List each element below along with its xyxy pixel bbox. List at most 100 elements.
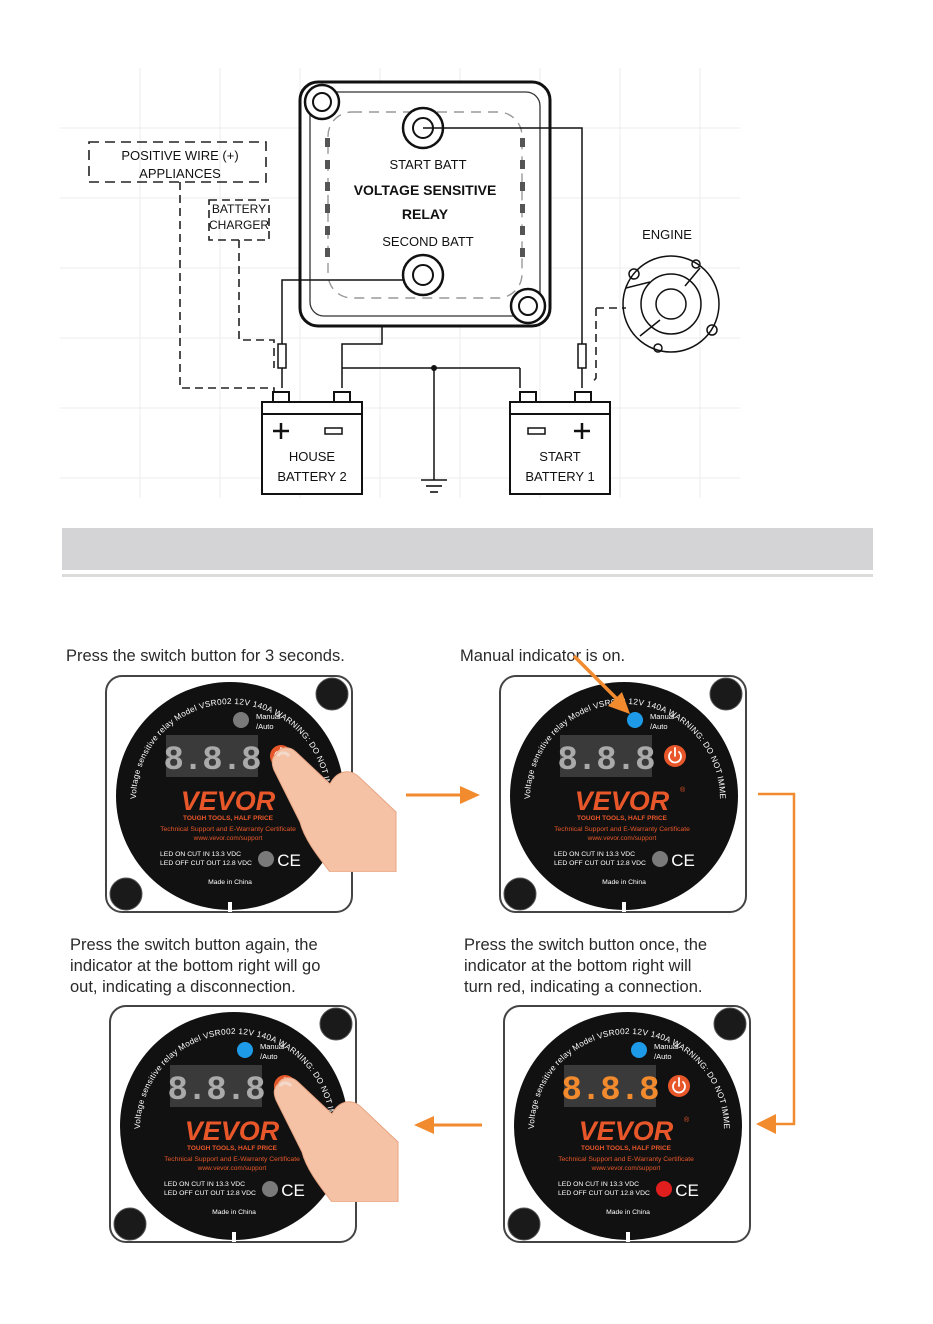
pointing-hand-icon xyxy=(271,747,397,872)
appliances-box xyxy=(88,141,267,183)
auto-label: /Auto xyxy=(256,722,274,731)
engine-label: ENGINE xyxy=(642,227,692,242)
vevor-logo: VEVOR xyxy=(185,1116,280,1146)
ce-mark: CE xyxy=(281,1181,305,1200)
led-off-spec: LED OFF CUT OUT 12.8 VDC xyxy=(164,1190,256,1197)
connection-indicator-led xyxy=(652,851,668,867)
voltage-display xyxy=(170,1065,262,1107)
manual-label: Manual xyxy=(256,712,281,721)
second-batt-label: SECOND BATT xyxy=(382,234,474,249)
relay-panel-step-3: Voltage sensitive relay Model VSR002 12V… xyxy=(499,997,752,1249)
corner-bolt-icon xyxy=(113,1207,147,1241)
voltage-display xyxy=(166,735,258,777)
tagline: TOUGH TOOLS, HALF PRICE xyxy=(187,1145,278,1152)
registered-mark: ® xyxy=(684,1116,690,1124)
panel-bottom-notch xyxy=(228,902,232,912)
connection-indicator-led xyxy=(262,1181,278,1197)
pointing-hand-icon xyxy=(273,1077,399,1202)
ce-mark: CE xyxy=(671,851,695,870)
start-battery xyxy=(509,391,611,495)
made-in-label: Made in China xyxy=(606,1209,650,1216)
auto-label: /Auto xyxy=(650,722,668,731)
house-battery-label-1: HOUSE xyxy=(289,449,336,464)
corner-bolt-icon xyxy=(315,677,349,711)
corner-bolt-icon xyxy=(109,877,143,911)
support-text: Technical Support and E-Warranty Certifi… xyxy=(554,826,690,833)
corner-bolt-icon xyxy=(503,877,537,911)
support-url: www.vevor.com/support xyxy=(591,1165,661,1172)
voltage-display xyxy=(560,735,652,777)
auto-label: /Auto xyxy=(260,1052,278,1061)
ce-mark: CE xyxy=(675,1181,699,1200)
relay-panel-step-4: Voltage sensitive relay Model VSR002 12V… xyxy=(105,997,358,1249)
connection-indicator-led xyxy=(258,851,274,867)
voltage-display-digits: 8.8.8 xyxy=(163,742,260,780)
tagline: TOUGH TOOLS, HALF PRICE xyxy=(577,815,668,822)
support-text: Technical Support and E-Warranty Certifi… xyxy=(164,1156,300,1163)
panel-bottom-notch xyxy=(622,902,626,912)
arrow-down-right-icon xyxy=(572,654,630,714)
power-icon xyxy=(668,747,682,764)
tagline: TOUGH TOOLS, HALF PRICE xyxy=(581,1145,672,1152)
voltage-display-digits: 8.8.8 xyxy=(557,742,654,780)
support-url: www.vevor.com/support xyxy=(193,835,263,842)
manual-indicator-led xyxy=(627,712,643,728)
vevor-logo: VEVOR xyxy=(579,1116,674,1146)
wiring-diagram: POSITIVE WIRE (+) APPLIANCES BATTERY CHA… xyxy=(60,68,740,498)
start-battery-label-1: START xyxy=(539,449,580,464)
led-on-spec: LED ON CUT IN 13.3 VDC xyxy=(160,851,241,858)
led-off-spec: LED OFF CUT OUT 12.8 VDC xyxy=(160,860,252,867)
vsr-title-line-1: VOLTAGE SENSITIVE xyxy=(354,182,497,198)
battery-charger-label-2: CHARGER xyxy=(209,218,269,232)
corner-bolt-icon xyxy=(713,1007,747,1041)
positive-wire-label: POSITIVE WIRE (+) xyxy=(121,148,238,163)
panel-bottom-notch xyxy=(626,1232,630,1242)
led-off-spec: LED OFF CUT OUT 12.8 VDC xyxy=(558,1190,650,1197)
made-in-label: Made in China xyxy=(602,879,646,886)
engine-alternator xyxy=(622,255,720,353)
relay-panel-step-2: Voltage sensitive relay Model VSR002 12V… xyxy=(495,667,748,919)
start-batt-label: START BATT xyxy=(389,157,466,172)
arrow-connector-icon xyxy=(756,792,796,1134)
section-header-bar xyxy=(62,528,873,570)
support-url: www.vevor.com/support xyxy=(587,835,657,842)
appliances-label: APPLIANCES xyxy=(139,166,221,181)
led-on-spec: LED ON CUT IN 13.3 VDC xyxy=(558,1181,639,1188)
connection-indicator-led xyxy=(656,1181,672,1197)
start-battery-label-2: BATTERY 1 xyxy=(525,469,594,484)
corner-bolt-icon xyxy=(709,677,743,711)
step-1-caption: Press the switch button for 3 seconds. xyxy=(66,647,345,665)
vsr-title-line-2: RELAY xyxy=(402,206,449,222)
battery-charger-label-1: BATTERY xyxy=(212,202,266,216)
manual-label: Manual xyxy=(654,1042,679,1051)
arrow-left-icon xyxy=(414,1116,482,1134)
auto-label: /Auto xyxy=(654,1052,672,1061)
manual-indicator-led xyxy=(631,1042,647,1058)
tagline: TOUGH TOOLS, HALF PRICE xyxy=(183,815,274,822)
relay-unit xyxy=(298,80,552,328)
power-icon xyxy=(672,1077,686,1094)
vevor-logo: VEVOR xyxy=(575,786,670,816)
support-url: www.vevor.com/support xyxy=(197,1165,267,1172)
manual-indicator-led xyxy=(237,1042,253,1058)
manual-label: Manual xyxy=(260,1042,285,1051)
vevor-logo: VEVOR xyxy=(181,786,276,816)
voltage-display-digits: 8.8.8 xyxy=(167,1072,264,1110)
manual-indicator-led xyxy=(233,712,249,728)
relay-panel-step-1: Voltage sensitive relay Model VSR002 12V… xyxy=(101,667,354,919)
corner-bolt-icon xyxy=(319,1007,353,1041)
support-text: Technical Support and E-Warranty Certifi… xyxy=(160,826,296,833)
step-4-caption: Press the switch button again, the indic… xyxy=(70,936,321,996)
step-3-caption: Press the switch button once, the indica… xyxy=(464,936,708,996)
made-in-label: Made in China xyxy=(208,879,252,886)
corner-bolt-icon xyxy=(507,1207,541,1241)
support-text: Technical Support and E-Warranty Certifi… xyxy=(558,1156,694,1163)
led-on-spec: LED ON CUT IN 13.3 VDC xyxy=(554,851,635,858)
step-2-caption: Manual indicator is on. xyxy=(460,647,626,665)
made-in-label: Made in China xyxy=(212,1209,256,1216)
manual-label: Manual xyxy=(650,712,675,721)
panel-bottom-notch xyxy=(232,1232,236,1242)
ce-mark: CE xyxy=(277,851,301,870)
house-battery xyxy=(261,391,363,495)
led-off-spec: LED OFF CUT OUT 12.8 VDC xyxy=(554,860,646,867)
